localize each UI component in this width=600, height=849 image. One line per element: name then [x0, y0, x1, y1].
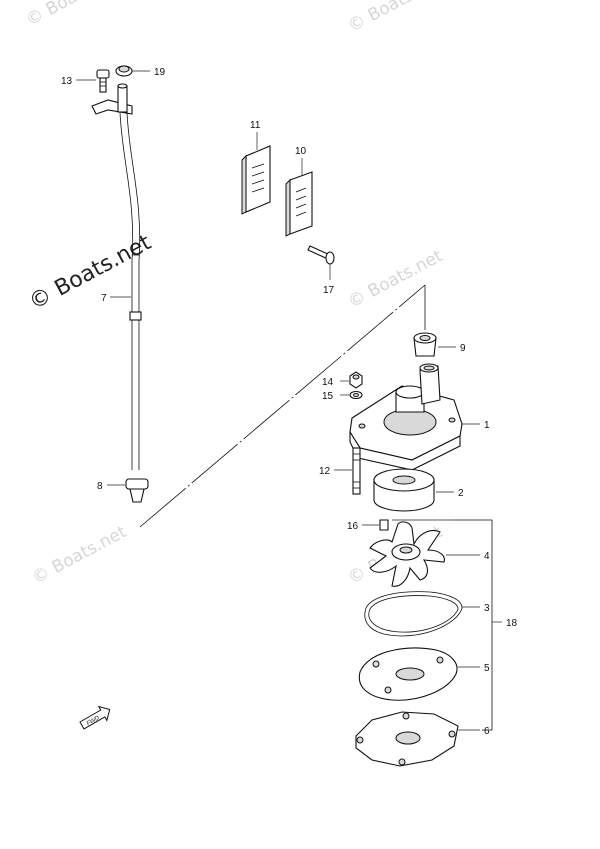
- part-5-gasket-plate: [358, 647, 480, 701]
- forward-arrow-icon: FWD: [79, 705, 111, 730]
- callout-7: 7: [101, 293, 107, 304]
- callout-14: 14: [322, 377, 334, 388]
- callout-15: 15: [322, 391, 334, 402]
- part-17-screw: [307, 245, 335, 280]
- callout-2: 2: [458, 488, 464, 499]
- callout-16: 16: [347, 521, 359, 532]
- part-10-cover: [285, 158, 313, 237]
- watermark-text: © Boats.net: [23, 0, 124, 30]
- part-4-impeller: [369, 521, 480, 587]
- part-3-gasket: [364, 591, 480, 637]
- callout-13: 13: [61, 76, 73, 87]
- kit-18-bracket: [392, 519, 502, 731]
- callout-11: 11: [250, 120, 261, 131]
- callout-labels: 1 2 3 4 5 6 7 8 9 10 11 12 13 14 15 16 1…: [61, 67, 518, 737]
- callout-5: 5: [484, 663, 490, 674]
- callout-19: 19: [154, 67, 166, 78]
- part-1-pump-case: [349, 363, 480, 471]
- watermark-text: © Boats.net: [29, 522, 130, 589]
- part-2-insert: [373, 468, 454, 512]
- part-7-water-tube: [91, 83, 142, 470]
- part-6-plate: [355, 711, 480, 767]
- callout-12: 12: [319, 466, 331, 477]
- callout-10: 10: [295, 146, 307, 157]
- callout-18: 18: [506, 618, 518, 629]
- callout-1: 1: [484, 420, 490, 431]
- part-19-grommet: [115, 65, 150, 77]
- watermark-large-text: © Boats.net: [25, 230, 156, 315]
- part-11-cover: [241, 132, 271, 215]
- part-14-nut: [340, 371, 363, 389]
- callout-6: 6: [484, 726, 490, 737]
- callout-8: 8: [97, 481, 103, 492]
- part-12-stud: [334, 447, 361, 495]
- part-8-seal: [107, 478, 149, 503]
- watermark-text: © Boats.net: [345, 0, 446, 36]
- callout-9: 9: [460, 343, 466, 354]
- reference-line: [139, 284, 426, 528]
- part-16-key: [362, 519, 389, 531]
- part-15-washer: [340, 390, 363, 400]
- part-13-bolt: [76, 69, 110, 93]
- watermark-text: © Boats.net: [345, 246, 446, 313]
- callout-17: 17: [323, 285, 335, 296]
- callout-4: 4: [484, 551, 490, 562]
- part-9-bushing: [413, 332, 456, 357]
- callout-3: 3: [484, 603, 490, 614]
